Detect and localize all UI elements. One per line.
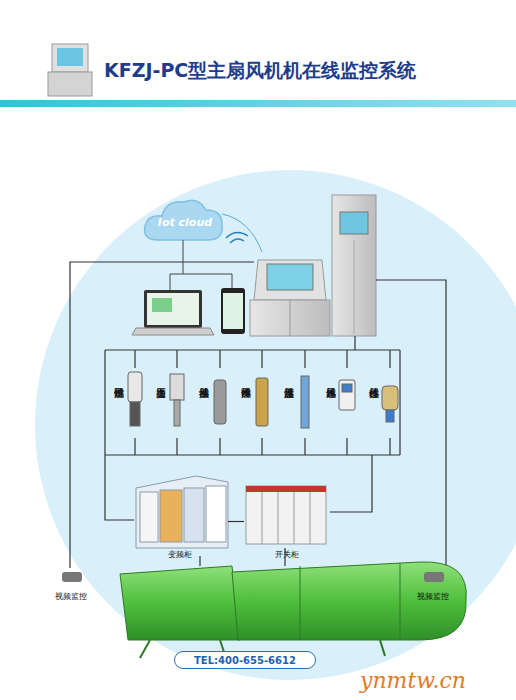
node-label: 视频监控	[417, 591, 449, 602]
node-label: 噪声传感器	[240, 380, 252, 440]
node-label: 温度传感器	[282, 380, 294, 440]
switch-cabinet: 开关柜	[244, 483, 330, 560]
sensor: 甲烷传感器	[112, 362, 152, 440]
node-label: 振动传感器	[197, 380, 209, 440]
phone-box: TEL:400-655-6612	[174, 651, 316, 669]
node-label: 甲烷传感器	[112, 380, 124, 440]
video-camera: 视频监控	[408, 568, 458, 602]
title: KFZJ-PC型主扇风机机在线监控系统	[104, 58, 504, 84]
node-label: 风速传感器	[325, 380, 337, 440]
node-label: 压力变送器	[155, 380, 167, 440]
node-label: 视频监控	[55, 591, 87, 602]
sensor: 压力变送器	[155, 362, 195, 440]
node-label: TEL:400-655-6612	[194, 655, 296, 666]
sensor: 温度传感器	[282, 362, 322, 440]
cloud: Iot cloud	[148, 206, 222, 238]
inverter-cabinet: 变频柜	[132, 476, 228, 560]
sensor: 振动传感器	[197, 362, 237, 440]
node-label: 位移传感器	[367, 380, 379, 440]
video-camera: 视频监控	[46, 568, 96, 602]
cloud-label: Iot cloud	[158, 216, 212, 229]
wire-connector	[228, 521, 244, 522]
sensor: 噪声传感器	[240, 362, 280, 440]
sensor: 风速传感器	[325, 362, 365, 440]
sensor: 位移传感器	[367, 362, 407, 440]
node-label: 开关柜	[275, 549, 299, 560]
node-label: 变频柜	[168, 549, 192, 560]
watermark: ynmtw.cn	[360, 668, 466, 693]
